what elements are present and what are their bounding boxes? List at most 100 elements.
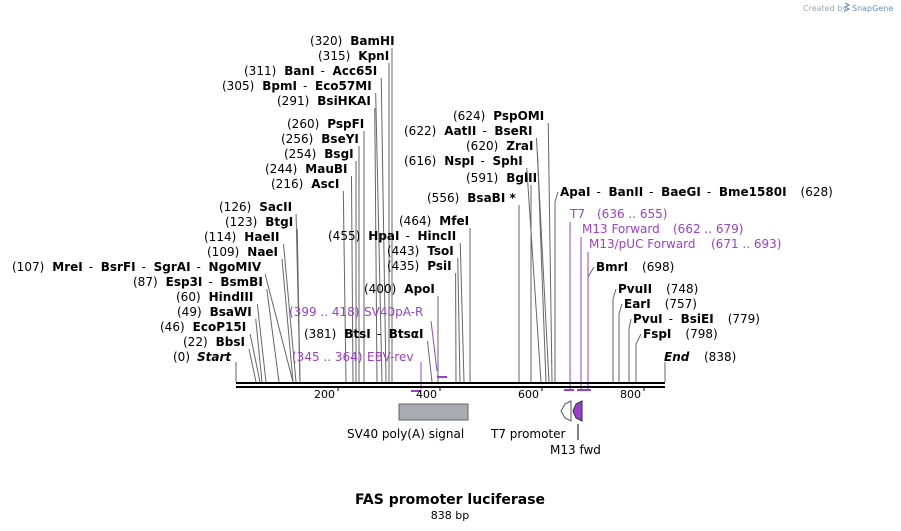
enzyme-name: Acc65I	[333, 64, 378, 78]
site-label: (216)AscI	[271, 177, 339, 191]
primer-range: (636 .. 655)	[597, 207, 667, 221]
site-separator: -	[89, 260, 93, 274]
site-separator: -	[707, 185, 711, 199]
primer-name: M13/pUC Forward	[589, 237, 696, 251]
enzyme-name: BtsαI	[389, 327, 424, 341]
site-label: (400)ApoI	[364, 282, 435, 296]
axis-tick-label: 800	[620, 388, 641, 401]
site-connector	[342, 190, 347, 383]
site-label: EarI(757)	[624, 297, 697, 311]
site-separator: -	[669, 312, 673, 326]
site-label: PvuII (748)	[618, 282, 698, 296]
feature-label: M13 fwd	[550, 443, 601, 457]
site-connector	[547, 122, 553, 383]
enzyme-name: BmrI	[596, 260, 628, 274]
site-connector	[264, 273, 294, 383]
site-label: (455)HpaI-HincII	[328, 229, 456, 243]
enzyme-name: PvuII	[618, 282, 652, 296]
site-separator: -	[482, 124, 486, 138]
site-label: BmrI(698)	[596, 260, 674, 274]
site-position: (622)	[404, 124, 436, 138]
site-separator: -	[142, 260, 146, 274]
site-position: (556)	[427, 191, 459, 205]
site-position: (87)	[133, 275, 158, 289]
enzyme-name: BsiEI	[681, 312, 714, 326]
enzyme-name: MreI	[52, 260, 82, 274]
site-label: (109) NaeI	[207, 245, 278, 259]
primer-m13-puc-forward: M13/pUC Forward (671 .. 693)	[582, 237, 781, 391]
start-label: Start	[197, 350, 232, 364]
site-label: (591)BglII	[466, 171, 537, 185]
site-label: (49)BsaWI	[177, 305, 252, 319]
enzyme-name: BsmBI	[220, 275, 262, 289]
credit-brand: SnapGene	[852, 4, 893, 13]
site-position: (748)	[666, 282, 698, 296]
sequence-backbone	[236, 382, 665, 388]
enzyme-name: SacII	[259, 200, 292, 214]
site-connector	[249, 333, 261, 383]
site-connector	[380, 77, 387, 383]
site-position: (798)	[685, 327, 717, 341]
enzyme-name: PspOMI	[493, 109, 544, 123]
axis-tick-label: 400	[416, 388, 437, 401]
map-title: FAS promoter luciferase	[355, 492, 545, 508]
enzyme-name: EarI	[624, 297, 651, 311]
site-connector	[255, 318, 263, 383]
credit-prefix: Created by	[803, 4, 847, 13]
primer-name: SV40pA-R	[364, 305, 423, 319]
site-position: (455)	[328, 229, 360, 243]
site-separator: -	[377, 327, 381, 341]
enzyme-name: ZraI	[506, 139, 533, 153]
site-label: (87)Esp3I-BsmBI	[133, 275, 263, 289]
site-position: (305)	[222, 79, 254, 93]
site-label: (126) SacII	[219, 200, 292, 214]
enzyme-name: PspFI	[327, 117, 364, 131]
primer-sv40pa-r: (399 .. 418) SV40pA-R	[289, 305, 447, 378]
site-label: PvuI-BsiEI(779)	[633, 312, 760, 326]
site-position: (591)	[466, 171, 498, 185]
enzyme-name: TsoI	[427, 244, 453, 258]
site-position: (22)	[183, 335, 208, 349]
site-position: (256)	[281, 132, 313, 146]
enzyme-name: HincII	[417, 229, 456, 243]
enzyme-name: BpmI	[262, 79, 297, 93]
site-connector	[266, 288, 280, 383]
feature-label: SV40 poly(A) signal	[347, 427, 464, 441]
site-connector	[281, 258, 294, 383]
site-connector	[618, 303, 623, 382]
axis-tick-label: 200	[314, 388, 335, 401]
axis-ticks: 200 400 600 800	[314, 387, 645, 401]
site-connector	[350, 175, 354, 383]
site-connector	[535, 137, 550, 383]
site-connector	[635, 333, 642, 382]
site-position: (107)	[12, 260, 44, 274]
site-position: (49)	[177, 305, 202, 319]
site-position: (616)	[404, 154, 436, 168]
enzyme-name: NaeI	[247, 245, 278, 259]
site-label: (107)MreI-BsrFI-SgrAI-NgoMIV	[12, 260, 262, 274]
site-label: (244)MauBI	[265, 162, 347, 176]
enzyme-name: BaeGI	[661, 185, 701, 199]
site-position: (114)	[204, 230, 236, 244]
enzyme-name: Eco57MI	[315, 79, 372, 93]
primer-range: (399 .. 418)	[289, 305, 359, 319]
site-label: (254)BsgI	[284, 147, 354, 161]
enzyme-name: BanI	[284, 64, 314, 78]
site-position: (126)	[219, 200, 251, 214]
site-label: (616)NspI-SphI	[404, 154, 523, 168]
enzyme-name: PvuI	[633, 312, 663, 326]
site-position: (320)	[310, 34, 342, 48]
site-connector	[375, 92, 383, 383]
enzyme-name: BtsI	[344, 327, 371, 341]
enzyme-name: ApaI	[560, 185, 590, 199]
site-separator: -	[649, 185, 653, 199]
site-label: (464)MfeI	[399, 214, 469, 228]
site-label: (620)ZraI	[466, 139, 533, 153]
start-position: (0)	[173, 350, 190, 364]
primer-range: (662 .. 679)	[673, 222, 743, 236]
site-position: (109)	[207, 245, 239, 259]
enzyme-name: BamHI	[350, 34, 394, 48]
site-position: (291)	[277, 94, 309, 108]
feature-label: T7 promoter	[490, 427, 566, 441]
site-separator: -	[481, 154, 485, 168]
